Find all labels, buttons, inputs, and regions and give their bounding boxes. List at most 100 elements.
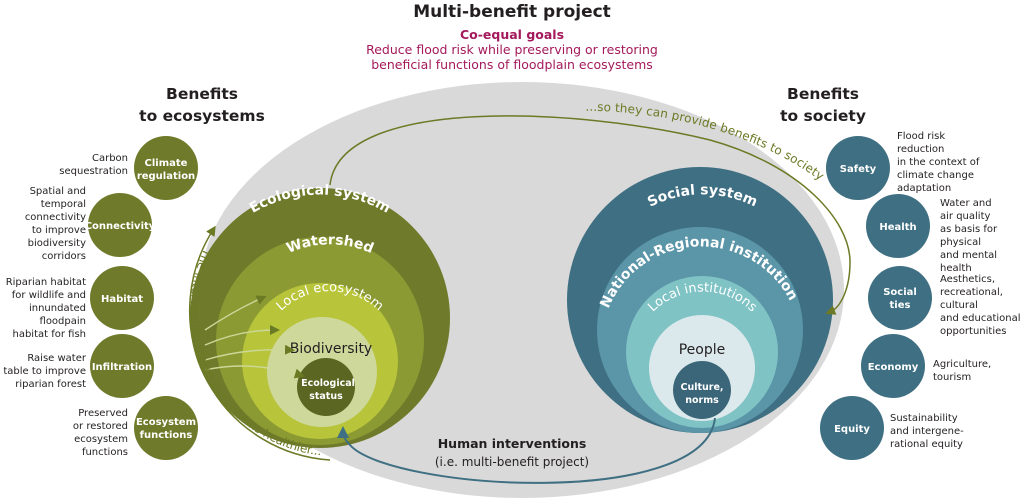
benefit-desc: Spatial and [30,186,86,197]
benefit-desc: or restored [73,421,128,432]
benefit-desc: tourism [933,372,971,383]
benefit-desc: Carbon [92,153,128,164]
ecosystem-benefit-infiltration: Infiltration Raise water table to improv… [3,334,154,398]
society-benefit-social-ties: Social ties Aesthetics, recreational, cu… [868,266,1021,337]
benefit-desc: sequestration [59,166,128,177]
benefit-desc: and mental [940,250,997,261]
soc-core-label-1: Culture, [680,382,723,393]
ecosystem-benefit-functions: Ecosystem functions Preserved or restore… [73,396,198,460]
eco-core-ecological-status [297,358,355,416]
benefit-desc: cultural [940,300,978,311]
benefit-desc: in the context of [897,157,980,168]
soc-core-label-2: norms [685,395,719,406]
benefit-desc: Water and [940,198,992,209]
society-benefit-equity: Equity Sustainability and intergene- rat… [820,396,964,460]
benefit-badge-label: regulation [137,171,195,182]
arc-left-arrow [189,225,331,461]
benefit-badge-label: Habitat [101,294,143,305]
benefit-desc: table to improve [3,366,86,377]
goals-line-2: beneficial functions of floodplain ecosy… [371,57,653,72]
benefit-desc: health [940,263,972,274]
benefit-badge-label: Health [879,222,916,233]
benefit-desc: ecosystem [74,434,128,445]
benefit-desc: Agriculture, [933,359,991,370]
inflow-arrow [204,295,267,331]
inflow-arrow [204,325,280,346]
benefit-badge [861,334,925,398]
society-benefit-health: Health Water and air quality as basis fo… [866,194,998,274]
ecological-system: Ecological system Watershed Local ecosys… [190,183,450,448]
benefit-badge [868,266,932,330]
ecosystem-benefit-connectivity: Connectivity Spatial and temporal connec… [25,186,156,262]
society-benefit-safety: Safety Flood risk reduction in the conte… [826,131,980,200]
benefit-badge [90,334,154,398]
ecosystem-benefit-climate: Climate regulation Carbon sequestration [59,136,198,200]
human-interventions-heading: Human interventions [438,436,587,451]
benefit-desc: temporal [41,199,86,210]
benefit-desc: Raise water [27,353,87,364]
benefit-desc: biodiversity [28,238,86,249]
benefit-desc: Flood risk [897,131,945,142]
benefit-badge-label: ties [890,300,911,311]
society-benefit-economy: Economy Agriculture, tourism [861,334,991,398]
benefit-badge [134,396,198,460]
benefit-desc: adaptation [897,183,951,194]
arc-top-arrow [329,115,851,315]
ecosystem-inflow-arrows [204,295,305,379]
benefit-badge-label: Infiltration [92,362,152,373]
inflow-arrow [204,365,305,379]
benefit-desc: for wildlife and [12,290,86,301]
benefit-badge-label: Equity [834,424,870,435]
eco-core-label-1: Ecological [301,378,355,389]
soc-ring4-label: People [679,342,726,358]
benefit-desc: climate change [897,170,974,181]
benefit-desc: Aesthetics, [940,274,995,285]
goals-line-1: Reduce flood risk while preserving or re… [366,42,658,57]
benefit-desc: recreational, [940,287,1003,298]
ecosystems-heading-line-1: Benefits [166,85,238,103]
benefit-desc: opportunities [940,326,1006,337]
benefit-badge [90,266,154,330]
benefit-desc: rational equity [890,439,963,450]
benefit-badge [866,194,930,258]
benefit-desc: innundated [29,303,86,314]
ecosystems-heading-line-2: to ecosystems [139,107,265,125]
benefit-desc: as basis for [940,224,998,235]
benefit-desc: riparian forest [15,379,86,390]
benefit-desc: floodpain [40,316,86,327]
benefit-desc: Sustainability [890,413,958,424]
ecosystem-benefit-habitat: Habitat Riparian habitat for wildlife an… [6,266,154,340]
benefit-badge-label: Social [883,287,917,298]
benefit-badge-label: Economy [868,362,919,373]
benefit-badge [134,136,198,200]
society-heading-line-2: to society [780,107,866,125]
benefit-desc: and educational [940,313,1021,324]
benefit-desc: Riparian habitat [6,277,86,288]
human-interventions-sub: (i.e. multi-benefit project) [435,455,589,469]
benefit-desc: reduction [897,144,944,155]
goals-heading: Co-equal goals [460,27,564,42]
benefit-badge [820,396,884,460]
benefit-desc: functions [82,447,128,458]
page-title: Multi-benefit project [413,2,611,22]
benefit-badge-label: Connectivity [85,221,156,232]
benefit-desc: air quality [940,211,990,222]
benefit-badge-label: Ecosystem [136,417,196,428]
benefit-desc: Preserved [78,408,128,419]
eco-ring4-label: Biodiversity [290,341,372,357]
benefit-badge-label: Safety [840,164,877,175]
benefit-badge-label: Climate [145,158,188,169]
benefit-badge-label: functions [140,430,193,441]
society-heading-line-1: Benefits [787,85,859,103]
benefit-badge [826,136,890,200]
human-intervention-arrow [337,417,716,484]
benefit-desc: habitat for fish [12,329,86,340]
benefit-desc: and intergene- [890,426,964,437]
benefit-desc: connectivity [25,212,86,223]
benefit-badge [88,193,152,257]
benefit-desc: physical [940,237,981,248]
soc-core-culture-norms [673,361,731,419]
eco-core-label-2: status [309,391,343,402]
benefit-desc: corridors [42,251,86,262]
